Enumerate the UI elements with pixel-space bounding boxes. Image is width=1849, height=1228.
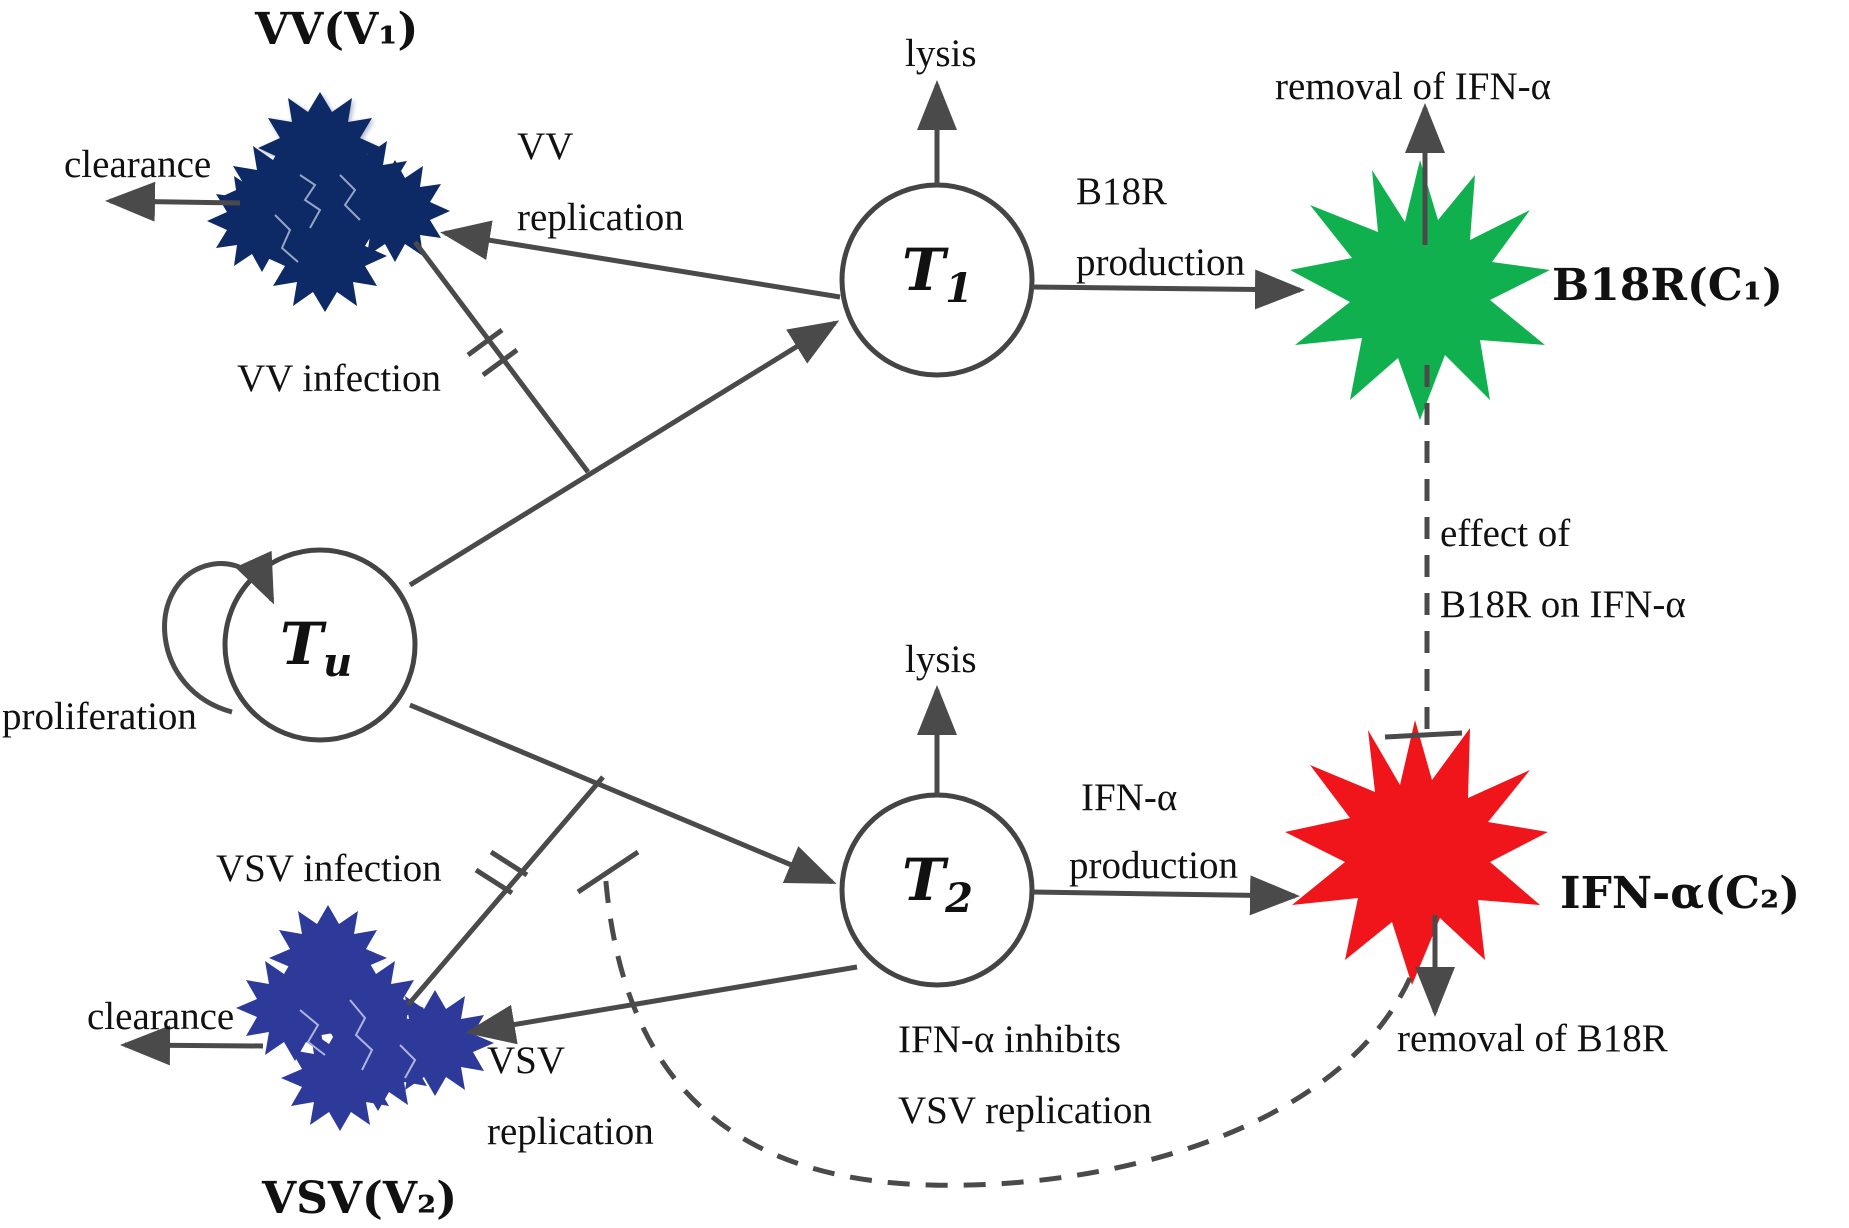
vsv-virus-cluster-icon [236,905,494,1131]
vv-virus-cluster-icon [207,92,450,312]
node-tu-label: Tu [280,610,352,686]
removal-ifn-label: removal of IFN-α [1275,65,1551,108]
vsv-label: VSV(V₂) [261,1173,457,1224]
effect-label-2: B18R on IFN-α [1440,583,1686,626]
vv-infection-bar-1 [466,327,504,358]
edge-vv-infection [413,240,590,474]
clearance-vsv-label: clearance [87,995,234,1038]
vsv-replication-label-2: replication [487,1110,654,1153]
vsv-infection-label: VSV infection [216,847,442,890]
node-t1-label: T1 [902,236,973,312]
ifn-inhibits-label-2: VSV replication [898,1089,1152,1132]
proliferation-loop [162,550,275,715]
lysis-t1-label: lysis [905,32,977,75]
edge-tu-t1 [408,320,840,588]
ifn-production-label-1: IFN-α [1081,776,1177,819]
edge-clearance-vsv [120,1025,264,1066]
node-t2-label: T2 [902,846,973,922]
edge-clearance-vv [105,181,241,222]
edge-ifn-production [1031,875,1300,916]
clearance-vv-label: clearance [64,143,211,186]
edge-vv-replication [440,220,841,300]
removal-b18r-label: removal of B18R [1397,1017,1668,1060]
b18r-effect-bar [1384,730,1463,740]
edge-b18r-production [1031,269,1305,310]
edge-vsv-replication [465,964,858,1045]
vv-infection-bar-2 [481,347,519,378]
b18r-production-label-2: production [1076,241,1245,284]
proliferation-label: proliferation [2,695,197,738]
edge-tu-t2 [409,702,837,885]
ifn-star-icon [1285,720,1548,985]
vsv-infection-bar-1 [474,867,514,896]
ifn-label: IFN-α(C₂) [1560,868,1800,919]
b18r-star-icon [1290,160,1550,420]
edge-ifn-inhibits-vsv [602,869,1413,1188]
b18r-production-label-1: B18R [1076,170,1167,213]
vsv-infection-bar-2 [489,849,529,878]
ifn-inhibits-bar [576,849,640,895]
vv-replication-label-1: VV [517,125,573,168]
lysis-t2-label: lysis [905,638,977,681]
effect-label-1: effect of [1440,512,1570,555]
ifn-inhibits-label-1: IFN-α inhibits [898,1018,1121,1061]
vsv-replication-label-1: VSV [487,1039,565,1082]
ifn-production-label-2: production [1069,844,1238,887]
vv-replication-label-2: replication [517,196,684,239]
vv-label: VV(V₁) [254,4,418,55]
b18r-label: B18R(C₁) [1552,260,1783,311]
vv-infection-label: VV infection [237,357,441,400]
